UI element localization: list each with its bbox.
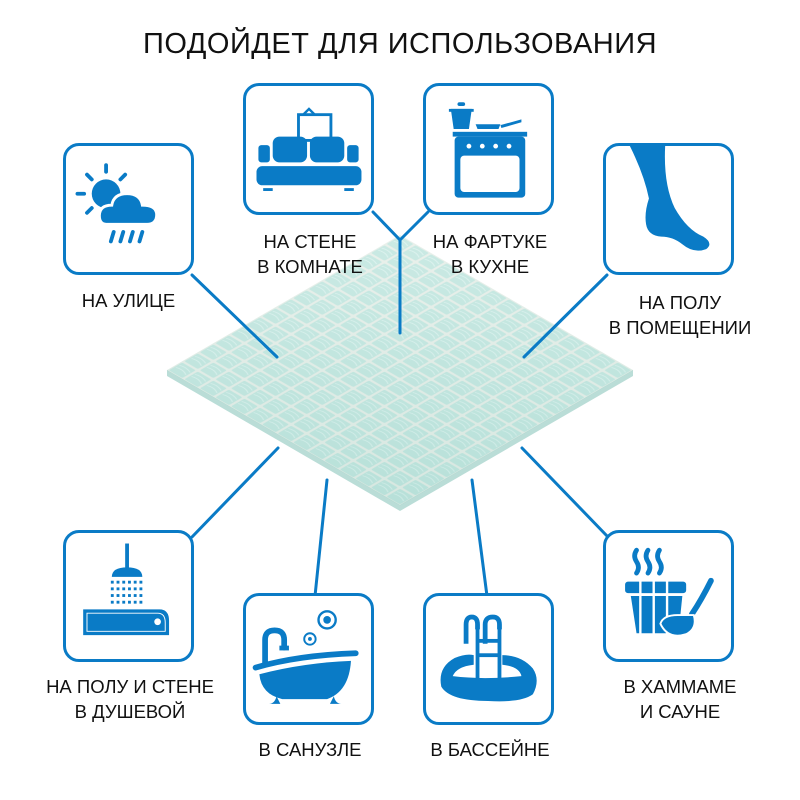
- usage-card-living-room-wall: [243, 83, 374, 215]
- usage-card-kitchen-backsplash: [423, 83, 554, 215]
- label-line: И САУНЕ: [639, 701, 721, 722]
- usage-label-shower: НА ПОЛУ И СТЕНЕ В ДУШЕВОЙ: [20, 674, 240, 724]
- usage-card-pool: [423, 593, 554, 725]
- sofa-picture-icon: [256, 107, 362, 191]
- label-line: НА ФАРТУКЕ: [432, 231, 548, 252]
- foot-icon: [629, 146, 710, 251]
- usage-card-sauna: [603, 530, 734, 662]
- label-line: В ХАММАМЕ: [623, 676, 737, 697]
- label-line: В КУХНЕ: [450, 256, 530, 277]
- label-line: НА УЛИЦЕ: [81, 290, 176, 311]
- label-line: НА ПОЛУ: [638, 292, 722, 313]
- page-title: ПОДОЙДЕТ ДЛЯ ИСПОЛЬЗОВАНИЯ: [142, 28, 658, 60]
- label-line: В КОМНАТЕ: [257, 256, 363, 277]
- weather-sun-cloud-rain-icon: [75, 163, 159, 244]
- usage-card-shower: [63, 530, 194, 662]
- usage-label-pool: В БАССЕЙНЕ: [410, 737, 570, 762]
- usage-label-living-room-wall: НА СТЕНЕ В КОМНАТЕ: [230, 229, 390, 279]
- usage-label-indoor-floor: НА ПОЛУ В ПОМЕЩЕНИИ: [580, 290, 780, 340]
- stove-pot-pan-icon: [448, 102, 528, 198]
- label-line: В САНУЗЛЕ: [258, 739, 362, 760]
- label-line: В БАССЕЙНЕ: [430, 739, 550, 760]
- usage-label-outdoor: НА УЛИЦЕ: [63, 288, 194, 313]
- shower-tray-icon: [83, 543, 170, 636]
- label-line: В ПОМЕЩЕНИИ: [608, 317, 752, 338]
- bathtub-icon: [252, 610, 359, 704]
- usage-label-kitchen-backsplash: НА ФАРТУКЕ В КУХНЕ: [405, 229, 575, 279]
- label-line: В ДУШЕВОЙ: [74, 701, 186, 722]
- usage-label-bathroom: В САНУЗЛЕ: [230, 737, 390, 762]
- label-line: НА ПОЛУ И СТЕНЕ: [46, 676, 214, 697]
- usage-card-indoor-floor: [603, 143, 734, 275]
- pool-ladder-icon: [440, 614, 537, 702]
- usage-card-bathroom: [243, 593, 374, 725]
- label-line: НА СТЕНЕ: [263, 231, 357, 252]
- sauna-bucket-ladle-icon: [625, 547, 714, 637]
- usage-label-sauna: В ХАММАМЕ И САУНЕ: [580, 674, 780, 724]
- usage-card-outdoor: [63, 143, 194, 275]
